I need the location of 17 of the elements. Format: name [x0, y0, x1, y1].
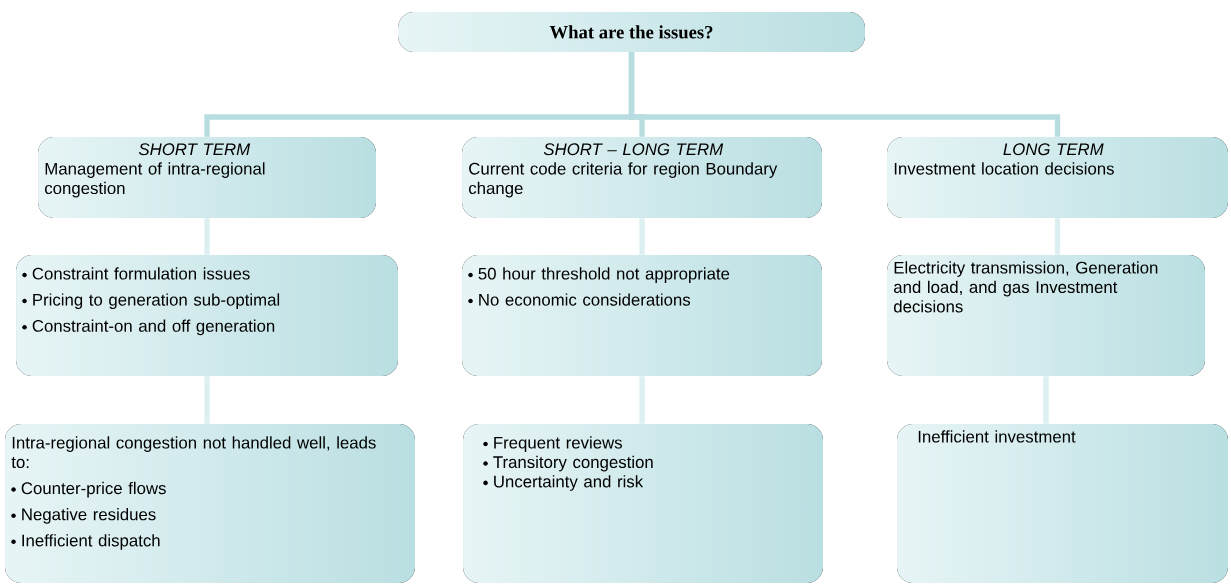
issue-box: SHORT – LONG TERM Current code criteria for region Boundary change: [462, 137, 822, 218]
connector-line: [204, 376, 210, 424]
issue-box: Inefficient investment: [897, 424, 1228, 583]
connector-line: [1043, 376, 1049, 424]
issue-box: SHORT TERM Management of intra-regional congestion: [38, 137, 376, 218]
connector-line: [204, 218, 210, 255]
issue-box: Intra-regional congestion not handled well, leads to: Counter-price flows Negative residues Inefficient dispatch: [5, 424, 415, 583]
issue-box: Electricity transmission, Generation and load, and gas Investment decisions: [887, 255, 1205, 376]
connector-line: [628, 52, 1061, 137]
connector-line: [639, 376, 645, 424]
issue-box: LONG TERM Investment location decisions: [887, 137, 1228, 218]
issue-box: What are the issues?: [398, 12, 865, 52]
issue-box: 50 hour threshold not appropriate No economic considerations: [462, 255, 822, 376]
issue-box: Frequent reviews Transitory congestion Uncertainty and risk: [463, 424, 823, 583]
issue-box: Constraint formulation issues Pricing to generation sub-optimal Constraint-on and off generation: [16, 255, 398, 376]
connector-line: [639, 218, 645, 255]
connector-line: [1054, 218, 1061, 255]
